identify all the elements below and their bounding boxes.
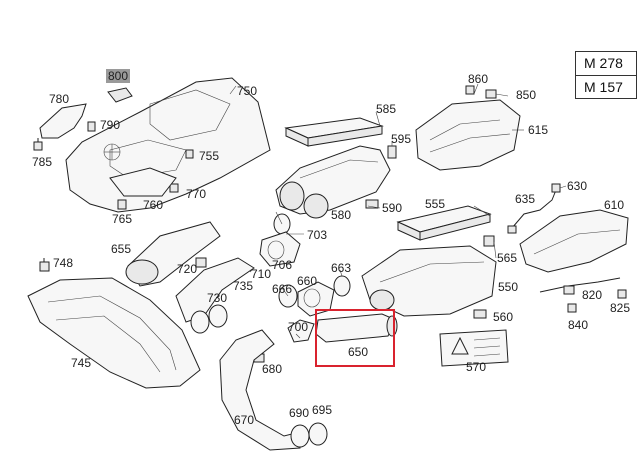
label-650[interactable]: 650	[348, 345, 369, 359]
label-660[interactable]: 660	[297, 274, 318, 288]
part-635-hose	[507, 189, 557, 234]
part-695-clamp	[308, 422, 328, 446]
label-690[interactable]: 690	[289, 406, 310, 420]
part-820-line	[539, 277, 621, 295]
part-595-sensor	[387, 145, 397, 159]
label-800[interactable]: 800	[106, 69, 131, 83]
label-760[interactable]: 760	[143, 198, 164, 212]
part-550-filter-housing	[361, 245, 497, 317]
part-615-intake-housing	[415, 99, 521, 171]
label-785[interactable]: 785	[32, 155, 53, 169]
model-code-m157: M 157	[576, 75, 636, 98]
label-666[interactable]: 666	[272, 282, 293, 296]
part-745-tray	[27, 277, 201, 389]
part-850-sensor	[485, 89, 497, 99]
label-590[interactable]: 590	[382, 201, 403, 215]
label-635[interactable]: 635	[515, 192, 536, 206]
part-785-grommet	[33, 138, 43, 151]
part-630-connector	[551, 183, 561, 193]
label-850[interactable]: 850	[516, 88, 537, 102]
label-550[interactable]: 550	[498, 280, 519, 294]
label-720[interactable]: 720	[177, 262, 198, 276]
label-670[interactable]: 670	[234, 413, 255, 427]
part-570-warning-label	[439, 329, 509, 367]
label-700[interactable]: 700	[288, 320, 309, 334]
part-770-clip	[169, 183, 179, 193]
part-755-clip	[185, 149, 194, 159]
label-680[interactable]: 680	[262, 362, 283, 376]
part-690-clamp	[290, 424, 310, 448]
label-695[interactable]: 695	[312, 403, 333, 417]
part-590-clip	[365, 199, 379, 209]
part-555-air-filter	[396, 205, 492, 241]
label-565[interactable]: 565	[497, 251, 518, 265]
part-765-grommet	[117, 199, 127, 210]
part-735-clamp	[208, 304, 228, 328]
label-745[interactable]: 745	[71, 356, 92, 370]
model-code-box: M 278 M 157	[575, 51, 637, 99]
part-840-clip	[567, 303, 577, 313]
part-720-bracket	[195, 257, 207, 268]
label-748[interactable]: 748	[53, 256, 74, 270]
part-565-clip	[483, 235, 495, 247]
label-570[interactable]: 570	[466, 360, 487, 374]
label-765[interactable]: 765	[112, 212, 133, 226]
part-700-hose	[287, 319, 315, 343]
highlight-box	[315, 309, 395, 367]
part-760-pad	[109, 167, 177, 197]
label-735[interactable]: 735	[233, 279, 254, 293]
label-780[interactable]: 780	[49, 92, 70, 106]
part-860-bolt	[465, 85, 475, 95]
label-790[interactable]: 790	[100, 118, 121, 132]
part-663-clamp	[333, 275, 351, 297]
label-820[interactable]: 820	[582, 288, 603, 302]
label-703[interactable]: 703	[307, 228, 328, 242]
label-580[interactable]: 580	[331, 208, 352, 222]
model-code-m278: M 278	[584, 55, 623, 71]
label-840[interactable]: 840	[568, 318, 589, 332]
label-555[interactable]: 555	[425, 197, 446, 211]
part-790-clip	[87, 121, 96, 132]
label-630[interactable]: 630	[567, 179, 588, 193]
part-780-cover	[39, 103, 87, 139]
label-755[interactable]: 755	[199, 149, 220, 163]
part-825-clip	[617, 289, 627, 299]
label-706[interactable]: 706	[272, 258, 293, 272]
label-560[interactable]: 560	[493, 310, 514, 324]
part-748-grommet	[39, 258, 50, 272]
part-710-duct	[175, 257, 255, 323]
part-585-air-filter	[284, 117, 384, 147]
part-580-filter-housing	[275, 145, 391, 219]
label-770[interactable]: 770	[186, 187, 207, 201]
label-663[interactable]: 663	[331, 261, 352, 275]
leader-lines	[229, 83, 567, 339]
part-655-intake-duct	[125, 221, 221, 287]
part-560-clip	[473, 309, 487, 319]
part-670-intake-duct	[219, 329, 301, 451]
label-610[interactable]: 610	[604, 198, 625, 212]
part-800-pad	[107, 87, 133, 103]
label-595[interactable]: 595	[391, 132, 412, 146]
label-860[interactable]: 860	[468, 72, 489, 86]
part-610-intake-duct	[519, 209, 629, 273]
label-750[interactable]: 750	[237, 84, 258, 98]
label-615[interactable]: 615	[528, 123, 549, 137]
label-730[interactable]: 730	[207, 291, 228, 305]
part-730-clamp	[190, 310, 210, 334]
part-706-sensor-housing	[259, 231, 301, 267]
label-710[interactable]: 710	[251, 267, 272, 281]
label-585[interactable]: 585	[376, 102, 397, 116]
part-750-engine-cover	[65, 77, 271, 213]
label-655[interactable]: 655	[111, 242, 132, 256]
label-825[interactable]: 825	[610, 301, 631, 315]
